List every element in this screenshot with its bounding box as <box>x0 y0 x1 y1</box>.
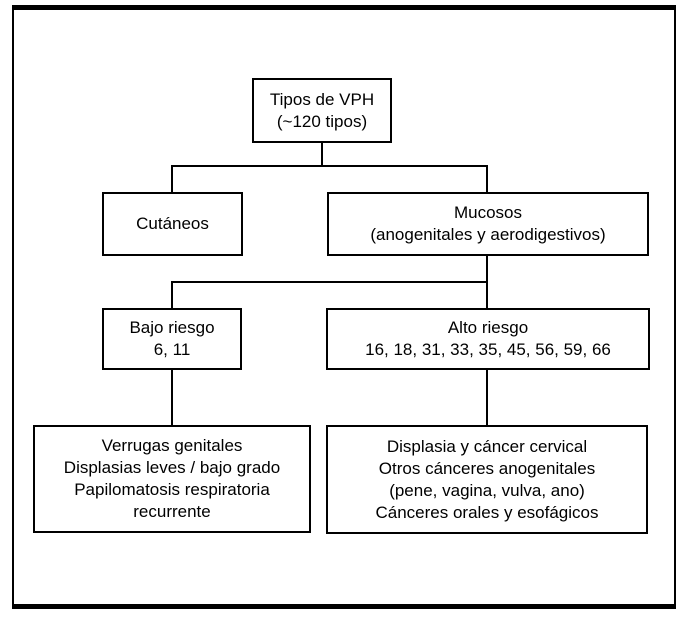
node-text-line: 6, 11 <box>153 340 191 359</box>
node-text-line: Displasia y cáncer cervical <box>386 436 588 456</box>
node-text-line: (~120 tipos) <box>276 111 368 131</box>
connector-to-alto-riesgo <box>486 281 488 309</box>
node-alto-riesgo-outcomes: Displasia y cáncer cervical Otros cáncer… <box>326 425 648 534</box>
node-bajo-riesgo-outcomes: Verrugas genitales Displasias leves / ba… <box>33 425 311 533</box>
node-text-line: Cánceres orales y esofágicos <box>375 502 599 522</box>
connector-to-cutaneos <box>171 165 173 193</box>
connector-mucosos-branch-bar <box>171 281 488 283</box>
connector-bajo-riesgo-to-outcomes <box>171 369 173 426</box>
node-text-line: Bajo riesgo <box>129 318 215 337</box>
connector-to-bajo-riesgo <box>171 281 173 309</box>
node-text-line: Verrugas genitales <box>101 436 243 455</box>
node-alto-riesgo: Alto riesgo 16, 18, 31, 33, 35, 45, 56, … <box>326 308 650 370</box>
node-cutaneos: Cutáneos <box>102 192 243 256</box>
node-text-line: recurrente <box>133 502 211 521</box>
node-text-line: Cutáneos <box>136 214 209 233</box>
connector-alto-riesgo-to-outcomes <box>486 369 488 426</box>
node-text-line: Alto riesgo <box>447 318 529 337</box>
connector-mucosos-stem <box>486 255 488 283</box>
node-text-line: Otros cánceres anogenitales <box>378 458 596 478</box>
node-mucosos: Mucosos (anogenitales y aerodigestivos) <box>327 192 649 256</box>
node-bajo-riesgo: Bajo riesgo 6, 11 <box>102 308 242 370</box>
node-text-line: (anogenitales y aerodigestivos) <box>370 225 606 244</box>
diagram-frame <box>12 5 676 609</box>
node-text-line: Displasias leves / bajo grado <box>63 458 281 477</box>
connector-to-mucosos <box>486 165 488 193</box>
node-text-line: (pene, vagina, vulva, ano) <box>389 480 585 500</box>
node-text-line: Papilomatosis respiratoria <box>74 480 270 499</box>
node-text-line: 16, 18, 31, 33, 35, 45, 56, 59, 66 <box>365 340 611 359</box>
node-tipos-de-vph: Tipos de VPH (~120 tipos) <box>252 78 392 143</box>
node-text-line: Mucosos <box>453 203 523 222</box>
connector-root-stem <box>321 141 323 167</box>
node-text-line: Tipos de VPH <box>269 89 375 109</box>
connector-root-branch-bar <box>171 165 488 167</box>
